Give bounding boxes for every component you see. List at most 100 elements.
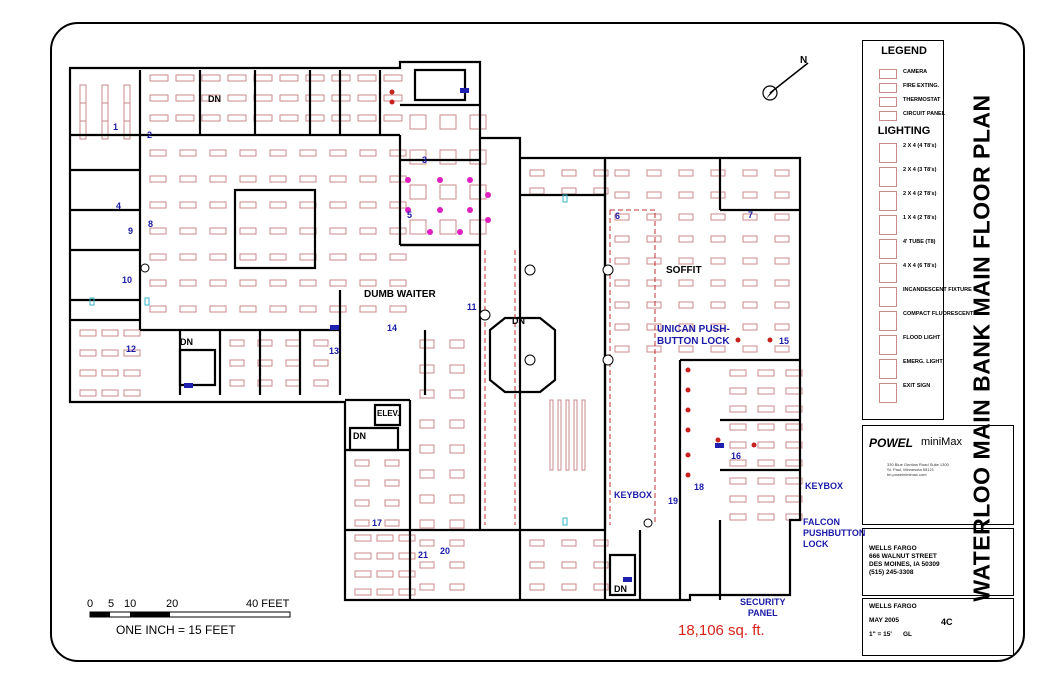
light-fixture [123,369,141,377]
light-fixture [305,94,325,102]
emergency-light-icon [330,325,339,330]
light-fixture [329,305,347,313]
light-fixture [101,84,109,104]
light-fixture [646,301,662,309]
light-fixture [389,279,407,287]
light-fixture [376,534,394,542]
light-fixture [419,519,435,529]
light-fixture [785,423,803,431]
light-fixture [419,561,435,569]
light-fixture [614,257,630,265]
light-fixture [742,191,758,199]
light-fixture [384,499,400,507]
light-fixture [354,459,370,467]
camera-icon [879,69,897,79]
area-label: 18,106 sq. ft. [678,622,765,639]
light-fixture [529,583,545,591]
light-fixture [329,175,347,183]
svg-text:N: N [800,55,807,66]
light-fixture [179,175,197,183]
light-fixture [529,561,545,569]
light-fixture [646,191,662,199]
light-fixture [79,349,97,357]
light-fixture [239,253,257,261]
light-fixture [614,323,630,331]
soffit-callout: SOFFIT [666,265,702,276]
light-fixture [757,423,775,431]
light-fixture [678,301,694,309]
light-fixture [729,423,747,431]
light-fixture [123,84,131,104]
light-fixture [785,405,803,413]
room-number-3: 3 [422,155,428,165]
info-date: MAY 2005 [869,617,899,624]
light-fixture [529,187,545,195]
light-fixture [376,588,394,596]
light-fixture [149,227,167,235]
flood-light-icon [437,177,443,183]
light-fixture [678,169,694,177]
light-fixture [449,339,465,349]
light-fixture [101,102,109,122]
light-fixture [354,534,372,542]
light-fixture [201,114,221,122]
light-fixture [376,552,394,560]
light-fixture [123,120,131,140]
light-fixture [774,257,790,265]
light-fixture [123,389,141,397]
light-fixture [354,552,372,560]
light-fixture [785,369,803,377]
info-block: WELLS FARGO MAY 2005 1" = 15' GL 4C [862,598,1014,656]
legend-title: LEGEND [881,45,927,57]
light-fixture [593,583,609,591]
light-fixture [757,369,775,377]
scale-tick-0: 0 [87,598,94,610]
light-fixture [227,74,247,82]
light-fixture [774,301,790,309]
stair-dn-label: DN [614,584,627,594]
fire-extinguisher-icon [879,83,897,93]
legend-item-label: CIRCUIT PANEL [903,111,946,117]
light-fixture [469,149,487,165]
legend-item-label: 4' TUBE (T8) [903,239,936,245]
flood-light-icon [457,229,463,235]
light-fixture [742,301,758,309]
light-fixture [646,323,662,331]
light-fixture [149,279,167,287]
light-fixture [123,329,141,337]
compact-fluorescent-icon [389,89,395,95]
light-fixture [614,191,630,199]
light-fixture [678,323,694,331]
light-fixture [419,469,435,479]
unican-lock-callout: UNICAN PUSH- BUTTON LOCK [657,324,730,347]
flood-light-icon [405,177,411,183]
light-fixture [565,399,570,471]
light-fixture [279,114,299,122]
light-fixture [359,279,377,287]
light-fixture [614,213,630,221]
light-fixture [389,227,407,235]
scale-note: ONE INCH = 15 FEET [116,623,236,637]
light-fixture [354,570,372,578]
light-fixture [710,345,726,353]
light-fixture [742,169,758,177]
fixture-1x4-2t8-icon [879,215,897,235]
light-fixture [209,253,227,261]
lighting-title: LIGHTING [877,125,931,137]
light-fixture [398,534,416,542]
compact-fluorescent-icon [735,337,741,343]
room-number-12: 12 [126,344,137,354]
light-fixture [101,349,119,357]
light-fixture [179,227,197,235]
light-fixture [354,499,370,507]
light-fixture [299,305,317,313]
light-fixture [227,94,247,102]
exit-sign-icon [879,383,897,403]
room-number-13: 13 [329,346,340,356]
compact-fluorescent-icon [879,311,897,331]
light-fixture [285,379,301,387]
light-fixture [359,201,377,209]
light-fixture [581,399,586,471]
light-fixture [742,213,758,221]
light-fixture [449,583,465,591]
